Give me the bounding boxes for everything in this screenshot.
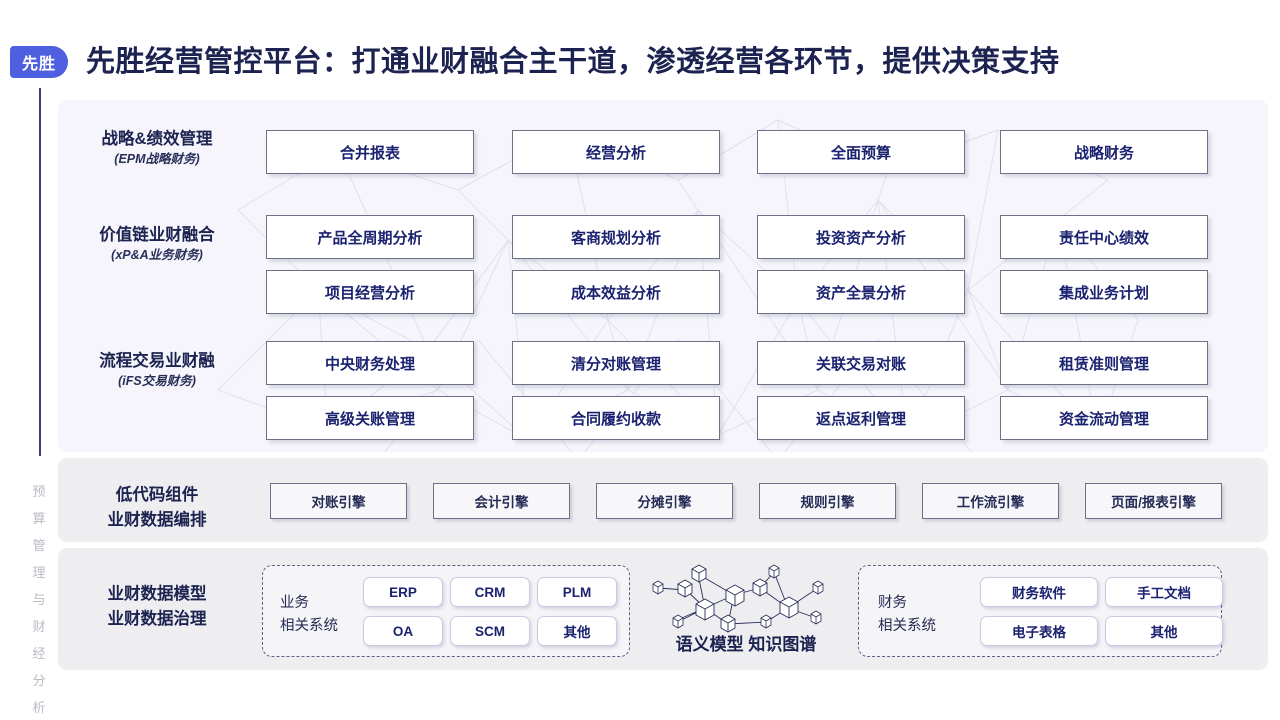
finance-chip-spreadsheet[interactable]: 电子表格	[980, 616, 1098, 646]
row-label-sub: (xP&A业务财务)	[111, 248, 203, 262]
row-label-line2: 业财数据编排	[107, 511, 207, 529]
rail-char: 理	[32, 565, 46, 580]
finance-chip-manualdoc[interactable]: 手工文档	[1105, 577, 1223, 607]
card-valuechain-8[interactable]: 集成业务计划	[1000, 270, 1208, 314]
business-systems-label: 业务 相关系统	[280, 592, 366, 638]
finance-chip-software[interactable]: 财务软件	[980, 577, 1098, 607]
finance-systems-label-line2: 相关系统	[878, 618, 936, 634]
business-chip-oa[interactable]: OA	[363, 616, 443, 646]
rail-char: 与	[32, 592, 46, 607]
card-process-6[interactable]: 合同履约收款	[512, 396, 720, 440]
engine-chip-2[interactable]: 会计引擎	[433, 483, 570, 519]
card-valuechain-1[interactable]: 产品全周期分析	[266, 215, 474, 259]
engine-chip-4[interactable]: 规则引擎	[759, 483, 896, 519]
knowledge-graph-icon	[652, 564, 824, 633]
business-chip-erp[interactable]: ERP	[363, 577, 443, 607]
card-valuechain-5[interactable]: 项目经营分析	[266, 270, 474, 314]
row-label-datamodel: 业财数据模型 业财数据治理	[62, 582, 252, 632]
card-strategy-4[interactable]: 战略财务	[1000, 130, 1208, 174]
business-chip-crm[interactable]: CRM	[450, 577, 530, 607]
row-label-main: 价值链业财融合	[99, 226, 215, 244]
card-strategy-1[interactable]: 合并报表	[266, 130, 474, 174]
rail-char: 预	[32, 484, 46, 499]
card-valuechain-3[interactable]: 投资资产分析	[757, 215, 965, 259]
finance-systems-label: 财务 相关系统	[878, 592, 964, 638]
engine-chip-3[interactable]: 分摊引擎	[596, 483, 733, 519]
row-label-line1: 低代码组件	[115, 486, 199, 504]
card-process-8[interactable]: 资金流动管理	[1000, 396, 1208, 440]
row-label-strategy: 战略&绩效管理 (EPM战略财务)	[62, 128, 252, 169]
rail-vertical-label: 预 算 管 理 与 财 经 分 析	[22, 478, 56, 720]
card-process-1[interactable]: 中央财务处理	[266, 341, 474, 385]
rail-divider-line	[39, 88, 41, 456]
finance-chip-other[interactable]: 其他	[1105, 616, 1223, 646]
card-process-3[interactable]: 关联交易对账	[757, 341, 965, 385]
finance-systems-label-line1: 财务	[878, 595, 907, 611]
rail-char: 析	[32, 700, 46, 715]
business-chip-scm[interactable]: SCM	[450, 616, 530, 646]
row-label-main: 流程交易业财融	[99, 352, 215, 370]
row-label-line2: 业财数据治理	[107, 610, 207, 628]
card-strategy-2[interactable]: 经营分析	[512, 130, 720, 174]
card-strategy-3[interactable]: 全面预算	[757, 130, 965, 174]
card-process-2[interactable]: 清分对账管理	[512, 341, 720, 385]
card-valuechain-4[interactable]: 责任中心绩效	[1000, 215, 1208, 259]
card-process-7[interactable]: 返点返利管理	[757, 396, 965, 440]
knowledge-graph-block: 语义模型 知识图谱	[648, 560, 844, 660]
rail-char: 经	[32, 646, 46, 661]
rail-char: 财	[32, 619, 46, 634]
card-valuechain-2[interactable]: 客商规划分析	[512, 215, 720, 259]
card-valuechain-6[interactable]: 成本效益分析	[512, 270, 720, 314]
brand-logo-badge: 先胜	[10, 46, 68, 78]
left-rail: 预 算 管 理 与 财 经 分 析	[0, 86, 58, 716]
rail-char: 算	[32, 511, 46, 526]
row-label-line1: 业财数据模型	[107, 585, 207, 603]
header: 先胜 先胜经营管控平台：打通业财融合主干道，渗透经营各环节，提供决策支持	[0, 0, 1280, 100]
row-label-sub: (EPM战略财务)	[114, 152, 200, 166]
row-label-valuechain: 价值链业财融合 (xP&A业务财务)	[62, 224, 252, 265]
row-label-main: 战略&绩效管理	[101, 130, 213, 148]
row-label-process: 流程交易业财融 (iFS交易财务)	[62, 350, 252, 391]
page-title: 先胜经营管控平台：打通业财融合主干道，渗透经营各环节，提供决策支持	[86, 46, 1060, 78]
business-systems-label-line2: 相关系统	[280, 618, 338, 634]
rail-char: 管	[32, 538, 46, 553]
card-valuechain-7[interactable]: 资产全景分析	[757, 270, 965, 314]
engine-chip-1[interactable]: 对账引擎	[270, 483, 407, 519]
business-chip-plm[interactable]: PLM	[537, 577, 617, 607]
brand-logo-text: 先胜	[21, 56, 56, 73]
row-label-sub: (iFS交易财务)	[118, 374, 196, 388]
engine-chip-6[interactable]: 页面/报表引擎	[1085, 483, 1222, 519]
business-systems-label-line1: 业务	[280, 595, 309, 611]
knowledge-graph-caption: 语义模型 知识图谱	[675, 635, 817, 654]
row-label-lowcode: 低代码组件 业财数据编排	[62, 483, 252, 533]
rail-char: 分	[32, 673, 46, 688]
engine-chip-5[interactable]: 工作流引擎	[922, 483, 1059, 519]
card-process-5[interactable]: 高级关账管理	[266, 396, 474, 440]
card-process-4[interactable]: 租赁准则管理	[1000, 341, 1208, 385]
business-chip-other[interactable]: 其他	[537, 616, 617, 646]
